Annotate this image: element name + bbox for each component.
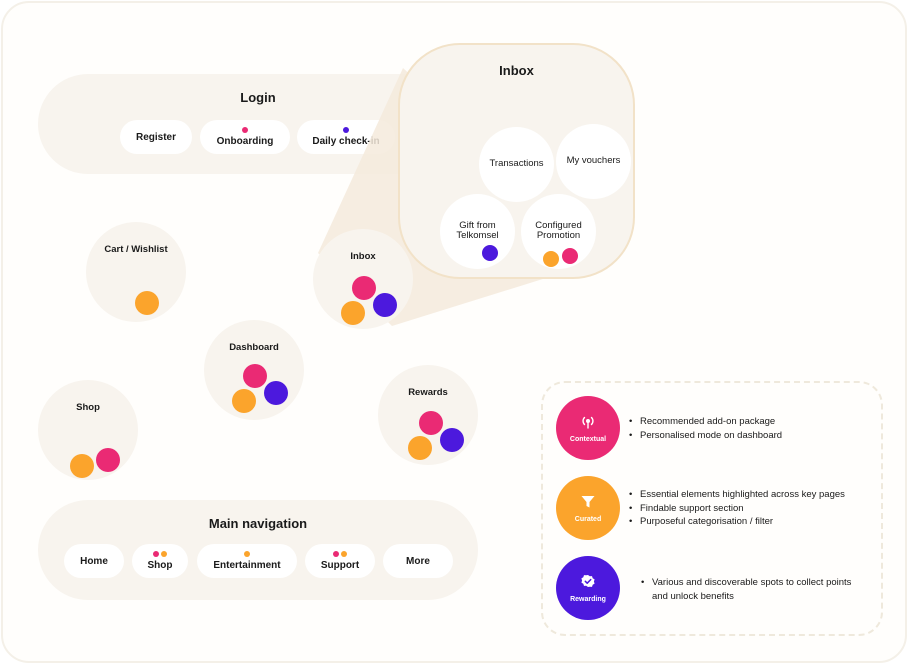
inbox-item-configured-promotion-label: Configured Promotion [535,220,582,242]
nav-support[interactable]: Support [305,544,375,578]
inbox-item-my-vouchers-label: My vouchers [566,155,621,167]
nav-entertainment[interactable]: Entertainment [197,544,297,578]
purple-dot [343,127,349,133]
purple-dot [373,293,397,317]
verified-badge-icon [580,574,596,593]
node-dashboard-label: Dashboard [229,342,279,353]
badge-rewarding-label: Rewarding [570,595,606,603]
purple-dot [482,245,498,261]
badge-rewarding: Rewarding [556,556,620,620]
inbox-item-transactions[interactable]: Transactions [479,127,554,202]
node-cart-wishlist-label: Cart / Wishlist [104,244,168,255]
badge-curated: Curated [556,476,620,540]
rewarding-bullets: Various and discoverable spots to collec… [641,576,866,603]
inbox-item-gift[interactable]: Gift from Telkomsel [440,194,515,269]
inbox-zoom-title: Inbox [499,63,534,78]
pink-dot [96,448,120,472]
purple-dot [264,381,288,405]
curated-bullets: Essential elements highlighted across ke… [629,488,845,529]
node-rewards-label: Rewards [408,387,448,398]
chip-onboarding-label: Onboarding [216,136,274,147]
pink-dot [419,411,443,435]
chip-onboarding[interactable]: Onboarding [200,120,290,154]
pink-dot [243,364,267,388]
filter-icon [580,494,596,513]
nav-more[interactable]: More [383,544,453,578]
main-navigation-title: Main navigation [208,516,308,531]
nav-home[interactable]: Home [64,544,124,578]
list-item: Recommended add-on package [629,415,782,429]
orange-dot [135,291,159,315]
list-item: Personalised mode on dashboard [629,429,782,443]
orange-dot [341,551,347,557]
node-shop-label: Shop [76,402,100,413]
chip-register-label: Register [135,131,176,143]
inbox-item-gift-label: Gift from Telkomsel [456,220,499,242]
nav-more-label: More [406,555,430,567]
orange-dot [161,551,167,557]
node-inbox-label: Inbox [350,251,376,262]
pink-dot [352,276,376,300]
list-item: Essential elements highlighted across ke… [629,488,845,502]
contextual-bullets: Recommended add-on package Personalised … [629,415,782,442]
badge-curated-label: Curated [574,515,602,523]
orange-dot [543,251,559,267]
list-item: Various and discoverable spots to collec… [641,576,866,603]
chip-register[interactable]: Register [120,120,192,154]
nav-home-label: Home [80,555,108,567]
broadcast-icon [580,414,596,433]
inbox-item-transactions-label: Transactions [489,158,544,170]
badge-contextual-label: Contextual [569,435,607,443]
orange-dot [408,436,432,460]
orange-dot [70,454,94,478]
orange-dot [244,551,250,557]
pink-dot [562,248,578,264]
pink-dot [153,551,159,557]
nav-entertainment-label: Entertainment [213,560,281,571]
chip-daily-check-in-label: Daily check-in [312,136,380,147]
nav-shop[interactable]: Shop [132,544,188,578]
orange-dot [341,301,365,325]
pink-dot [333,551,339,557]
list-item: Findable support section [629,502,845,516]
list-item: Purposeful categorisation / filter [629,515,845,529]
legend-panel [541,381,883,636]
inbox-item-my-vouchers[interactable]: My vouchers [556,124,631,199]
nav-shop-label: Shop [147,560,173,571]
nav-support-label: Support [320,560,360,571]
purple-dot [440,428,464,452]
orange-dot [232,389,256,413]
badge-contextual: Contextual [556,396,620,460]
login-title: Login [240,90,276,105]
pink-dot [242,127,248,133]
